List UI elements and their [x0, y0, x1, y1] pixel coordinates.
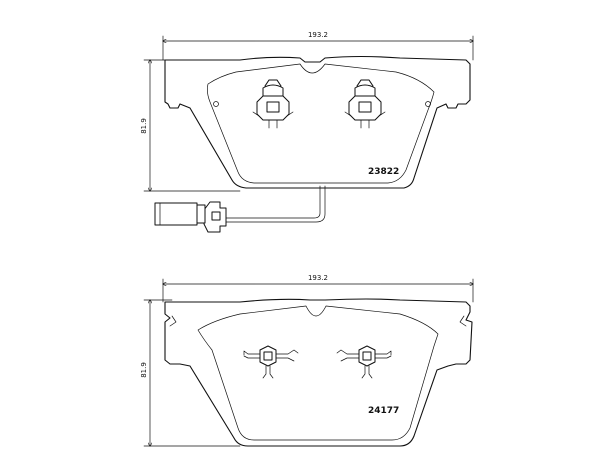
pad-2-spring-left — [243, 345, 299, 379]
pad-1-backing-plate — [164, 55, 471, 189]
pad-2-edge-notch-left — [169, 315, 177, 327]
pad-2-friction-lining — [197, 305, 439, 441]
pad-1-width-label: 193.2 — [308, 31, 328, 39]
pad-1-notch-right — [425, 101, 431, 107]
pad-2-part-number: 24177 — [368, 406, 399, 416]
pad-2-edge-notch-right — [459, 315, 467, 327]
pad-2: 193.2 81.9 — [140, 274, 473, 446]
pad-1: 193.2 81.9 — [140, 31, 473, 233]
pad-1-wear-sensor — [154, 185, 326, 233]
pad-2-backing-plate — [164, 298, 473, 447]
pad-1-height-label: 81.9 — [140, 118, 148, 134]
pad-1-width-dimension: 193.2 — [163, 31, 473, 61]
pad-1-clip-left — [252, 79, 294, 129]
pad-2-height-dimension: 81.9 — [140, 300, 241, 446]
pad-2-width-dimension: 193.2 — [163, 274, 473, 303]
pad-1-height-dimension: 81.9 — [140, 60, 241, 191]
pad-2-spring-right — [336, 345, 392, 379]
pad-2-width-label: 193.2 — [308, 274, 328, 282]
pad-2-height-label: 81.9 — [140, 362, 148, 378]
pad-1-notch-left — [213, 101, 219, 107]
pad-1-part-number: 23822 — [368, 167, 399, 177]
pad-1-friction-lining — [206, 63, 435, 184]
pad-1-clip-right — [344, 79, 386, 129]
